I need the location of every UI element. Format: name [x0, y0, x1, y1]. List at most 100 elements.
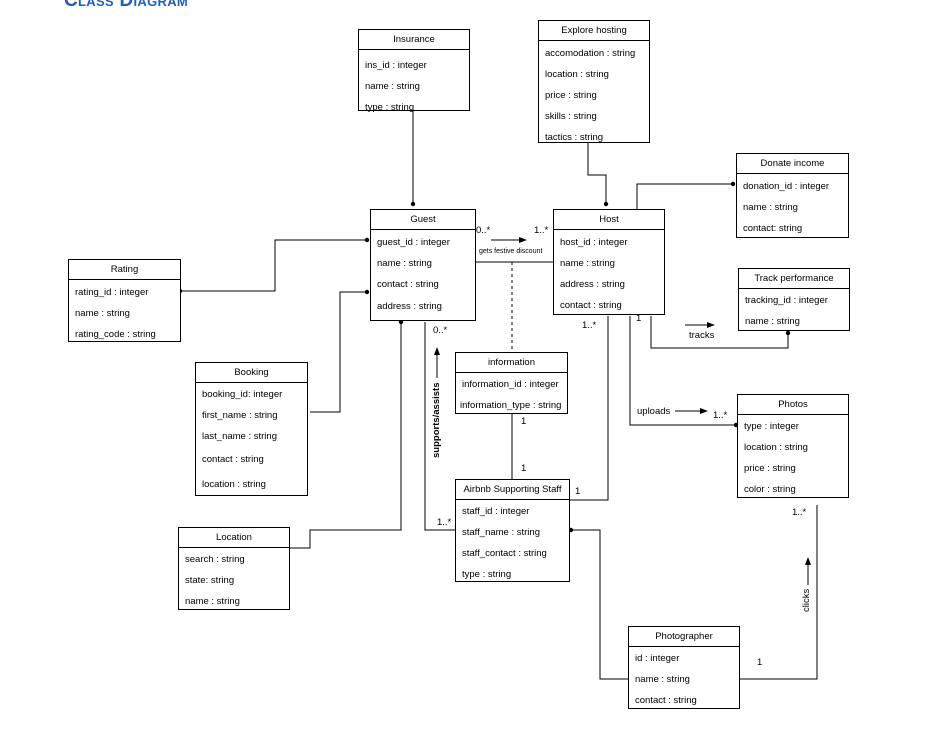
attribute: rating_code : string — [75, 329, 156, 340]
attribute: location : string — [202, 479, 266, 490]
multiplicity-host: 1..* — [534, 225, 549, 236]
class-information[interactable]: information information_id : integer inf… — [455, 352, 568, 414]
attribute: id : integer — [635, 653, 680, 664]
class-name: Rating — [69, 260, 180, 280]
line-booking-guest — [310, 291, 367, 413]
arrowhead-clicks — [805, 557, 811, 565]
attribute: address : string — [377, 301, 442, 312]
attribute: price : string — [744, 463, 796, 474]
attribute: state: string — [185, 575, 235, 586]
line-location-guest — [290, 322, 402, 549]
attribute: guest_id : integer — [377, 237, 450, 248]
dot-track — [785, 330, 791, 336]
attribute: name : string — [185, 596, 240, 607]
multiplicity-host-one: 1 — [636, 313, 642, 324]
class-booking[interactable]: Booking booking_id: integer first_name :… — [195, 362, 308, 496]
class-photographer[interactable]: Photographer id : integer name : string … — [628, 626, 740, 709]
class-photos[interactable]: Photos type : integer location : string … — [737, 394, 849, 498]
attribute: tracking_id : integer — [745, 295, 828, 306]
arrowhead-uploads — [700, 408, 708, 414]
class-track-performance[interactable]: Track performance tracking_id : integer … — [738, 268, 850, 331]
label-festive-discount: gets festive discount — [479, 248, 543, 255]
class-name: Explore hosting — [539, 21, 649, 41]
arrowhead-festive — [519, 237, 527, 243]
attribute: skills : string — [545, 111, 597, 122]
class-donate-income[interactable]: Donate income donation_id : integer name… — [736, 153, 849, 238]
class-explore-hosting[interactable]: Explore hosting accomodation : string lo… — [538, 20, 650, 143]
label-tracks: tracks — [689, 330, 715, 341]
attribute: contact: string — [743, 223, 803, 234]
multiplicity-information-one: 1 — [521, 416, 527, 427]
attribute: address : string — [560, 279, 625, 290]
multiplicity-host-bottom: 1..* — [582, 320, 597, 331]
line-host-photos — [629, 316, 736, 426]
line-photographer-photos — [740, 505, 818, 680]
attribute: rating_id : integer — [75, 287, 149, 298]
page-title: Class Diagram — [64, 0, 189, 11]
dot-host-donate — [730, 181, 736, 187]
multiplicity-staff-one: 1 — [521, 463, 527, 474]
attribute: contact : string — [377, 279, 439, 290]
attribute: name : string — [745, 316, 800, 327]
arrowhead-supports — [434, 347, 440, 355]
attribute: contact : string — [560, 300, 622, 311]
attribute: color : string — [744, 484, 796, 495]
class-name: information — [456, 353, 567, 373]
attribute: information_id : integer — [462, 379, 559, 390]
attribute: name : string — [75, 308, 130, 319]
class-airbnb-supporting-staff[interactable]: Airbnb Supporting Staff staff_id : integ… — [455, 479, 570, 582]
class-name: Airbnb Supporting Staff — [456, 480, 569, 500]
attribute: location : string — [545, 69, 609, 80]
line-host-donate — [636, 183, 733, 209]
attribute: name : string — [635, 674, 690, 685]
class-host[interactable]: Host host_id : integer name : string add… — [553, 209, 665, 315]
line-staff-photographer — [570, 529, 628, 680]
attribute: name : string — [743, 202, 798, 213]
label-uploads: uploads — [637, 406, 671, 417]
class-name: Photographer — [629, 627, 739, 647]
class-rating[interactable]: Rating rating_id : integer name : string… — [68, 259, 181, 342]
attribute: host_id : integer — [560, 237, 628, 248]
multiplicity-photos-bottom: 1..* — [792, 507, 807, 518]
attribute: staff_id : integer — [462, 506, 530, 517]
label-supports-assists: supports/assists — [431, 382, 442, 459]
class-guest[interactable]: Guest guest_id : integer name : string c… — [370, 209, 476, 321]
class-name: Booking — [196, 363, 307, 383]
attribute: price : string — [545, 90, 597, 101]
attribute: name : string — [377, 258, 432, 269]
attribute: type : string — [462, 569, 512, 580]
attribute: ins_id : integer — [365, 60, 427, 71]
dot-guest-booking — [364, 289, 370, 295]
attribute: name : string — [560, 258, 615, 269]
multiplicity-staff-host: 1 — [575, 486, 581, 497]
class-name: Track performance — [739, 269, 849, 289]
attribute: staff_name : string — [462, 527, 540, 538]
attribute: type : string — [365, 102, 415, 113]
class-name: Location — [179, 528, 289, 548]
class-name: Insurance — [359, 30, 469, 50]
class-name: Photos — [738, 395, 848, 415]
multiplicity-photographer: 1 — [757, 657, 763, 668]
label-clicks: clicks — [801, 588, 812, 612]
line-rating-guest — [180, 239, 367, 292]
multiplicity-guest-bottom: 0..* — [433, 325, 448, 336]
class-name: Guest — [371, 210, 475, 230]
attribute: name : string — [365, 81, 420, 92]
dot-insurance-guest — [410, 201, 416, 207]
multiplicity-guest: 0..* — [476, 225, 491, 236]
class-location[interactable]: Location search : string state: string n… — [178, 527, 290, 610]
attribute: type : integer — [744, 421, 799, 432]
multiplicity-photos: 1..* — [713, 410, 728, 421]
attribute: donation_id : integer — [743, 181, 830, 192]
class-insurance[interactable]: Insurance ins_id : integer name : string… — [358, 29, 470, 113]
multiplicity-staff: 1..* — [437, 517, 452, 528]
attribute: search : string — [185, 554, 245, 565]
line-host-staff — [570, 316, 609, 501]
dot-explore-host — [603, 201, 609, 207]
line-guest-staff — [424, 322, 455, 531]
attribute: location : string — [744, 442, 808, 453]
dot-guest-rating — [364, 237, 370, 243]
class-name: Host — [554, 210, 664, 230]
class-name: Donate income — [737, 154, 848, 174]
